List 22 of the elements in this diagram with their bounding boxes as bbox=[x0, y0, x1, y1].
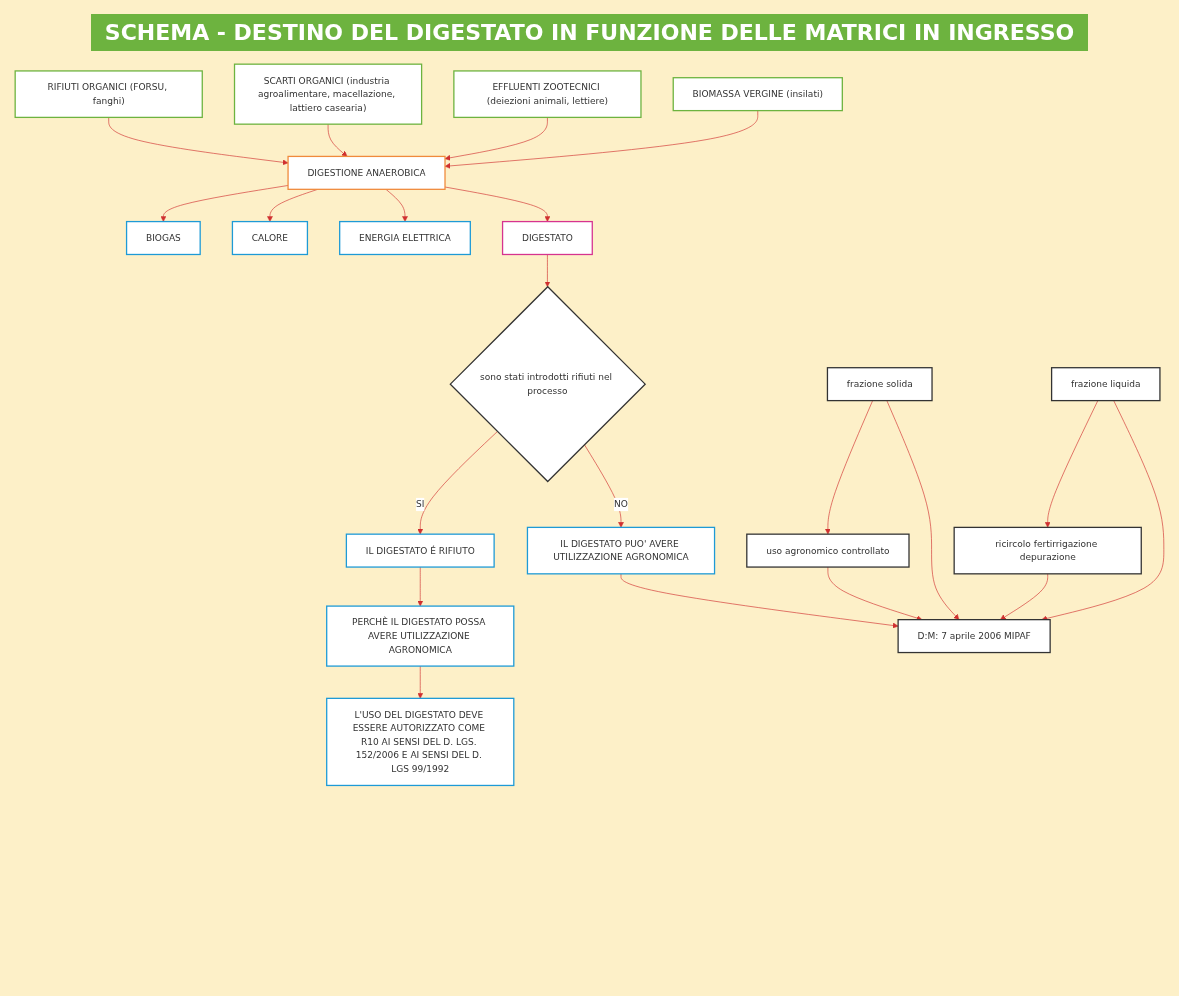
node-box: IL DIGESTATO PUO' AVERE UTILIZZAZIONE AGRONOMICA bbox=[526, 526, 716, 575]
node-box: frazione solida bbox=[826, 367, 933, 402]
node-box: BIOGAS bbox=[125, 220, 201, 256]
node-box: DIGESTATO bbox=[501, 220, 593, 256]
node-diamond: sono stati introdotti rifiuti nel processo bbox=[449, 285, 647, 483]
node-box: RIFIUTI ORGANICI (FORSU, fanghi) bbox=[14, 70, 203, 119]
title-banner: SCHEMA - DESTINO DEL DIGESTATO IN FUNZIONE DELLE MATRICI IN INGRESSO bbox=[90, 14, 1089, 51]
node-box: CALORE bbox=[231, 220, 309, 256]
node-box: EFFLUENTI ZOOTECNICI (deiezioni animali, lettiere) bbox=[453, 70, 642, 119]
node-box: D:M: 7 aprile 2006 MIPAF bbox=[897, 619, 1051, 654]
node-box: DIGESTIONE ANAEROBICA bbox=[287, 155, 446, 190]
node-box: SCARTI ORGANICI (industria agroalimentare, macellazione, lattiero casearia) bbox=[233, 63, 423, 125]
node-box: ENERGIA ELETTRICA bbox=[339, 220, 471, 256]
node-box: BIOMASSA VERGINE (insilati) bbox=[672, 77, 843, 112]
edge-label: NO bbox=[614, 499, 628, 510]
node-box: frazione liquida bbox=[1050, 367, 1161, 402]
node-box: IL DIGESTATO É RIFIUTO bbox=[345, 533, 495, 568]
node-box: uso agronomico controllato bbox=[746, 533, 910, 568]
node-box: PERCHÈ IL DIGESTATO POSSA AVERE UTILIZZAZIONE AGRONOMICA bbox=[326, 605, 515, 667]
node-box: L'USO DEL DIGESTATO DEVE ESSERE AUTORIZZATO COME R10 AI SENSI DEL D. LGS. 152/2006 E AI SENSI DEL D. LGS 99/1992 bbox=[326, 697, 515, 787]
node-box: ricircolo fertirrigazione depurazione bbox=[953, 526, 1142, 575]
edge-label: SI bbox=[416, 499, 425, 510]
